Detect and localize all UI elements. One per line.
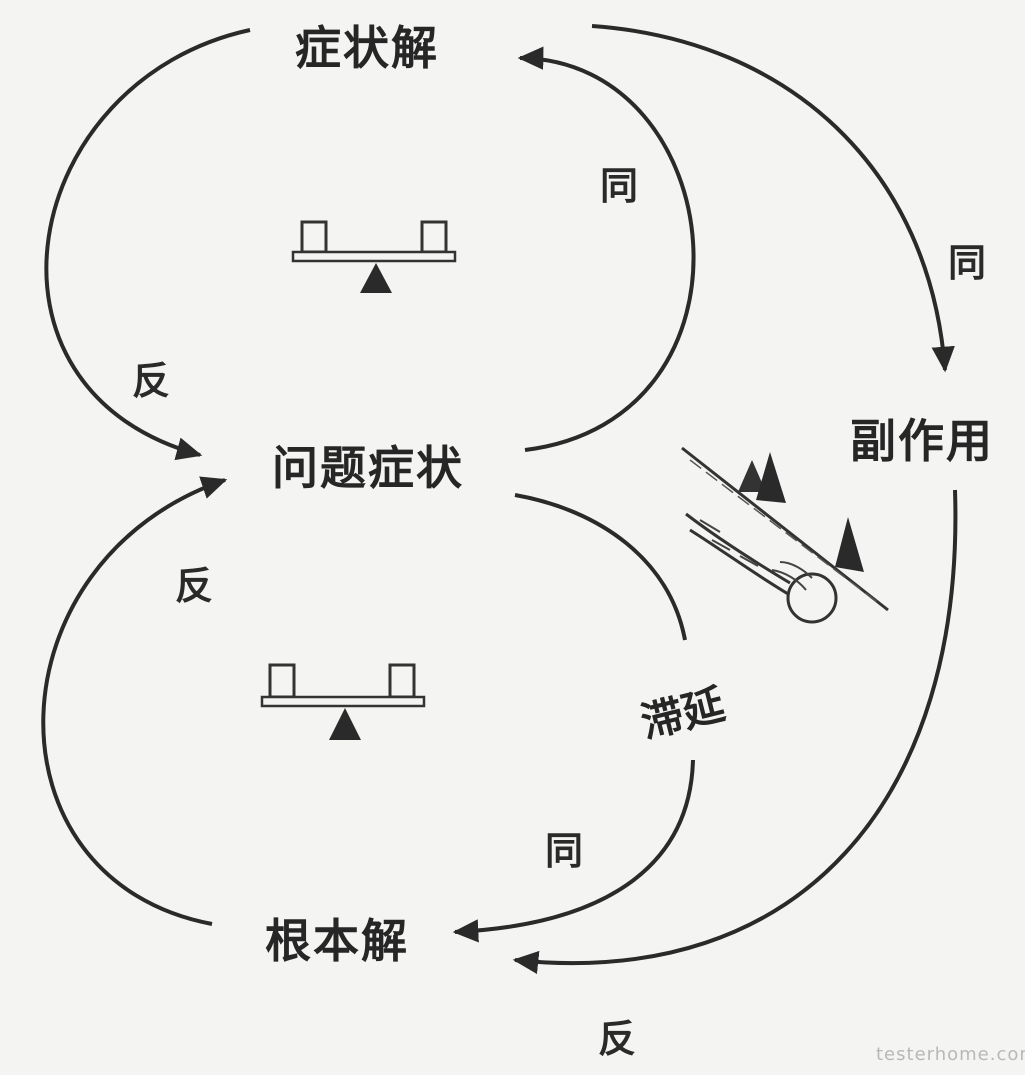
arrow-problem-to-delay (514, 493, 687, 641)
watermark: testerhome.com (876, 1044, 1025, 1065)
polarity-label: 同 (600, 163, 639, 208)
polarity-label: 反 (132, 358, 171, 403)
arrow-symptomatic-to-problem (44, 28, 251, 461)
polarity-label: 同 (948, 240, 987, 285)
balance-icon (260, 663, 426, 740)
balance-icon (291, 220, 457, 293)
arrow-fundamental-to-problem (41, 476, 228, 926)
node-symptomatic-solution: 症状解 (295, 21, 439, 75)
arrow-delay-to-fundamental (452, 759, 695, 943)
node-problem-symptom: 问题症状 (272, 441, 464, 495)
arrow-symptomatic-to-side-effect (591, 24, 955, 373)
polarity-label: 同 (545, 828, 584, 873)
arrow-problem-to-symptomatic (517, 46, 696, 452)
arrow-side-effect-to-fundamental (512, 489, 958, 975)
snowball-icon (681, 446, 889, 624)
node-side-effect: 副作用 (850, 414, 994, 468)
polarity-label: 反 (175, 563, 214, 608)
polarity-label: 反 (598, 1016, 637, 1061)
node-fundamental-solution: 根本解 (265, 914, 409, 968)
